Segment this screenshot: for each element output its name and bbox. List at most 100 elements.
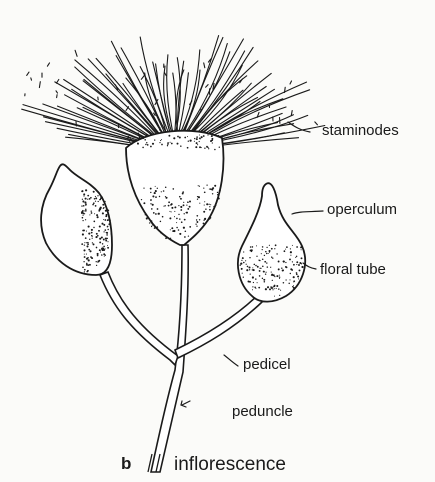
stipple-dot <box>265 251 267 253</box>
stipple-dot <box>274 248 275 249</box>
stipple-dot <box>188 141 189 142</box>
stipple-dot <box>195 224 196 225</box>
stipple-dot <box>249 269 250 270</box>
staminode-tip <box>75 50 77 56</box>
stipple-dot <box>254 264 256 266</box>
stipple-dot <box>84 254 85 255</box>
stipple-dot <box>143 202 145 204</box>
stipple-dot <box>186 205 187 206</box>
stipple-dot <box>154 139 155 140</box>
stipple-dot <box>97 255 99 257</box>
stipple-dot <box>89 264 91 266</box>
stipple-dot <box>199 135 200 136</box>
stipple-dot <box>262 246 264 248</box>
stipple-dot <box>184 137 186 139</box>
stipple-dot <box>174 216 175 217</box>
staminode-tip <box>56 80 58 84</box>
stipple-dot <box>161 144 163 146</box>
stipple-dot <box>152 195 154 197</box>
stipple-dot <box>258 260 259 261</box>
stipple-dot <box>268 250 270 252</box>
staminode-tip <box>165 73 167 76</box>
stipple-dot <box>97 235 99 237</box>
stipple-dot <box>155 186 156 187</box>
stipple-dot <box>188 235 189 236</box>
stipple-dot <box>253 269 255 271</box>
stipple-dot <box>272 258 273 259</box>
stipple-dot <box>283 282 285 284</box>
stipple-dot <box>169 211 170 212</box>
stipple-dot <box>241 268 243 270</box>
stipple-dot <box>168 205 170 207</box>
stipple-dot <box>104 219 106 221</box>
stipple-dot <box>93 202 95 204</box>
stipple-dot <box>170 142 171 143</box>
stipple-dot <box>301 249 302 250</box>
stipple-dot <box>106 234 108 236</box>
stipple-dot <box>199 203 200 204</box>
stipple-dot <box>186 212 188 214</box>
stipple-dot <box>213 206 215 208</box>
stipple-dot <box>184 219 186 221</box>
stipple-dot <box>204 205 205 206</box>
stipple-dot <box>82 217 84 219</box>
stipple-dot <box>204 147 205 148</box>
stipple-dot <box>185 230 187 232</box>
stipple-dot <box>127 136 129 138</box>
stipple-dot <box>93 191 95 193</box>
stipple-dot <box>103 224 105 226</box>
stipple-dot <box>146 217 148 219</box>
stipple-dot <box>150 188 152 190</box>
stipple-dot <box>93 221 95 223</box>
stipple-dot <box>84 242 85 243</box>
stipple-dot <box>163 190 165 192</box>
stipple-dot <box>278 261 280 263</box>
stipple-dot <box>158 213 160 215</box>
stipple-dot <box>143 187 144 188</box>
stipple-dot <box>82 210 84 212</box>
stipple-dot <box>157 188 158 189</box>
stipple-dot <box>275 244 277 246</box>
stipple-dot <box>258 287 260 289</box>
stipple-dot <box>88 249 90 251</box>
stipple-dot <box>155 227 157 229</box>
stipple-dot <box>149 222 150 223</box>
stipple-dot <box>273 285 275 287</box>
stipple-dot <box>170 229 171 230</box>
stipple-dot <box>160 232 162 234</box>
stipple-dot <box>293 287 295 289</box>
stipple-dot <box>150 146 152 148</box>
stipple-dot <box>105 201 106 202</box>
stipple-dot <box>259 275 261 277</box>
stipple-dot <box>131 143 133 145</box>
stipple-dot <box>184 236 186 238</box>
stipple-dot <box>104 256 105 257</box>
stipple-dot <box>247 266 249 268</box>
staminode-tip <box>315 122 318 125</box>
stipple-dot <box>85 202 87 204</box>
stipple-dot <box>154 192 156 194</box>
stipple-dot <box>203 211 205 213</box>
stipple-dot <box>161 191 162 192</box>
stipple-dot <box>274 276 275 277</box>
stipple-dot <box>297 275 299 277</box>
stipple-dot <box>207 220 208 221</box>
stipple-dot <box>152 204 154 206</box>
stipple-dot <box>266 247 267 248</box>
stipple-dot <box>155 196 157 198</box>
stipple-dot <box>103 246 105 248</box>
stipple-dot <box>264 281 266 283</box>
stipple-dot <box>108 210 110 212</box>
stipple-dot <box>296 246 298 248</box>
stipple-dot <box>266 253 267 254</box>
stipple-dot <box>285 279 286 280</box>
stipple-dot <box>264 255 265 256</box>
staminode-filament <box>72 89 156 141</box>
stipple-dot <box>85 219 86 220</box>
label-floral-tube: floral tube <box>320 262 386 277</box>
stipple-dot <box>85 237 87 239</box>
stipple-dot <box>102 243 103 244</box>
stipple-dot <box>285 249 286 250</box>
stipple-dot <box>174 211 175 212</box>
